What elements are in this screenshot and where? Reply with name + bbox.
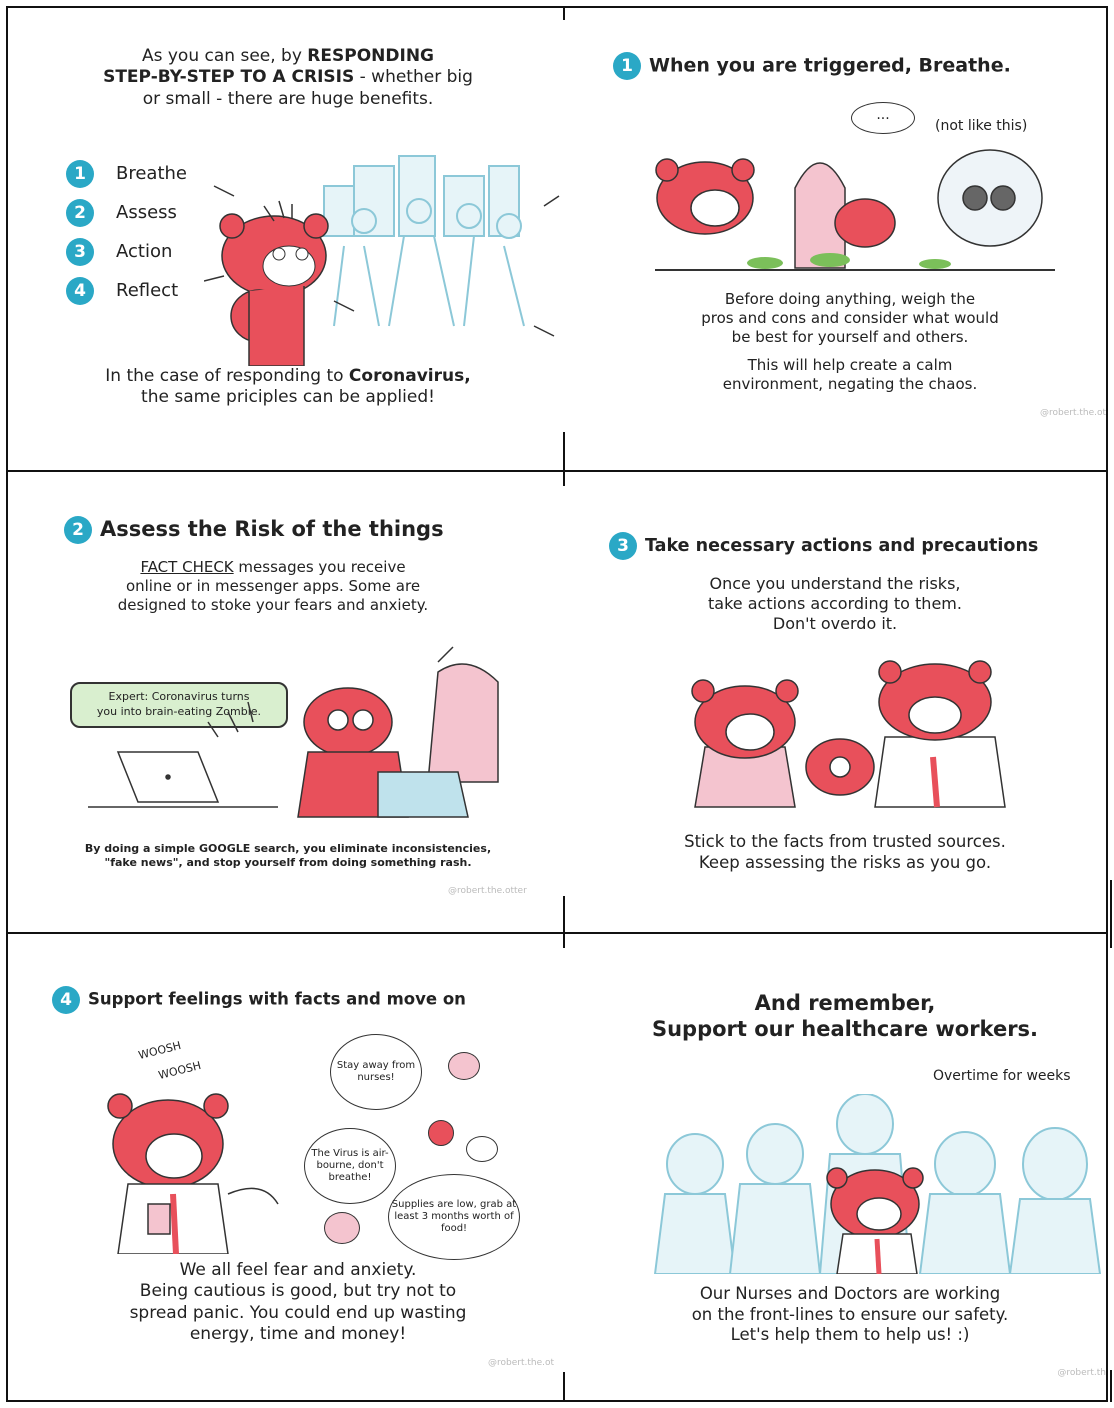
column-tick <box>563 432 565 486</box>
comic-grid-frame <box>6 6 1108 1402</box>
column-tick <box>563 896 565 948</box>
panel-intro: As you can see, by RESPONDING STEP-BY-ST… <box>8 8 563 470</box>
step-number-badge: 1 <box>66 159 94 188</box>
laptop-panic-illustration <box>88 646 499 818</box>
step-item: 2 Assess <box>66 193 187 232</box>
step-label: Action <box>116 241 173 262</box>
step-number-badge: 4 <box>52 986 80 1014</box>
panel-heading: And remember, Support our healthcare wor… <box>651 991 1039 1042</box>
woosh-sound-text: WOOSH <box>137 1038 183 1063</box>
otter-crowd-illustration <box>204 155 560 366</box>
worry-thought-bubble: The Virus is air-bourne, don't breathe! <box>304 1128 396 1204</box>
otter-coffee-illustration <box>107 1093 279 1254</box>
speech-bubble: ... <box>851 102 915 134</box>
intro-text: As you can see, by RESPONDING STEP-BY-ST… <box>103 46 473 109</box>
breathing-scene-illustration <box>655 149 1055 271</box>
step-label: Breathe <box>116 163 187 184</box>
step-number-badge: 3 <box>609 532 637 560</box>
panel-body-text: Once you understand the risks, take acti… <box>708 574 962 633</box>
mail-icon <box>466 1136 498 1162</box>
watermark: @robert.the.ot <box>488 1358 555 1368</box>
column-tick <box>563 6 565 20</box>
step-number-badge: 1 <box>613 52 641 80</box>
row-divider-1 <box>6 470 1108 472</box>
healthcare-workers-illustration <box>653 1094 1102 1274</box>
column-tick <box>1110 880 1112 948</box>
step-item: 1 Breathe <box>66 154 187 193</box>
step-number-badge: 4 <box>66 276 94 305</box>
fire-icon <box>428 1120 454 1146</box>
panel-footer-text: By doing a simple GOOGLE search, you eli… <box>84 842 492 869</box>
row-divider-2 <box>6 932 1108 934</box>
worry-thought-bubble: Stay away from nurses! <box>330 1034 422 1110</box>
column-tick <box>1110 1370 1112 1402</box>
panel-body-text: Before doing anything, weigh the pros an… <box>701 290 999 393</box>
step-number-badge: 2 <box>66 198 94 227</box>
step-item: 3 Action <box>66 232 187 271</box>
outro-text: In the case of responding to Coronavirus… <box>105 366 471 408</box>
panel-footer-text: Stick to the facts from trusted sources.… <box>684 832 1006 872</box>
step-label: Reflect <box>116 280 179 301</box>
step-number-badge: 2 <box>64 516 92 544</box>
panel-body-text: FACT CHECK messages you receive online o… <box>117 558 429 614</box>
watermark: @robert.the.otter <box>448 886 527 896</box>
column-tick <box>563 1372 565 1402</box>
step-item: 4 Reflect <box>66 271 187 310</box>
watermark: @robert.th <box>1057 1368 1106 1378</box>
not-like-this-caption: (not like this) <box>935 118 1028 134</box>
angry-face-icon <box>448 1052 480 1080</box>
woosh-sound-text: WOOSH <box>157 1058 203 1083</box>
step-number-badge: 3 <box>66 237 94 266</box>
step-label: Assess <box>116 202 177 223</box>
panel-body-text: We all feel fear and anxiety. Being caut… <box>129 1260 467 1344</box>
panel-healthcare: And remember, Support our healthcare wor… <box>565 934 1108 1402</box>
panel-body-text: Our Nurses and Doctors are working on th… <box>691 1284 1009 1345</box>
crying-face-icon <box>324 1212 360 1244</box>
otter-family-illustration <box>691 660 1006 808</box>
fake-news-message-bubble: Expert: Coronavirus turns you into brain… <box>70 682 288 728</box>
steps-list: 1 Breathe 2 Assess 3 Action 4 Reflect <box>66 154 187 310</box>
worry-thought-bubble: Supplies are low, grab at least 3 months… <box>388 1174 520 1260</box>
overtime-caption: Overtime for weeks <box>933 1068 1071 1084</box>
watermark: @robert.the.ot <box>1039 408 1106 418</box>
